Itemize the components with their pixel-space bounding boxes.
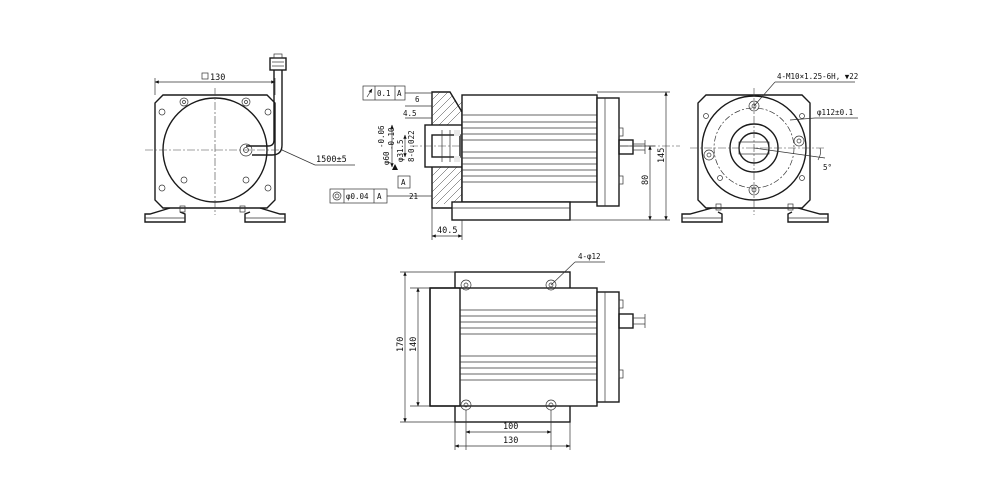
pcd-callout: φ112±0.1 bbox=[817, 108, 853, 117]
side-fins bbox=[462, 114, 597, 183]
dim-shaft-tol-lo: -0.10 bbox=[387, 127, 396, 150]
cable-length-dim: 1500±5 bbox=[316, 155, 347, 165]
dim-140: 140 bbox=[409, 337, 419, 352]
dim-145: 145 bbox=[657, 148, 667, 163]
front-body-outline bbox=[154, 94, 276, 209]
dim-bore-tol: 8-0.022 bbox=[407, 130, 416, 162]
dim-shaft: φ60 bbox=[382, 151, 391, 165]
side-view: 0.1 A 6 4.5 φ60 -0.06 -0.10 φ31.5 8-0.02… bbox=[329, 85, 680, 240]
front-square-dim: 130 bbox=[210, 73, 225, 83]
dim-4-5: 4.5 bbox=[403, 109, 417, 118]
front-feet bbox=[144, 207, 286, 223]
front-view: 130 1500±5 bbox=[144, 53, 355, 223]
dim-100: 100 bbox=[503, 422, 518, 432]
front-cable bbox=[246, 70, 283, 156]
top-motor-body bbox=[429, 287, 598, 407]
dim-shaft-tol-up: -0.06 bbox=[377, 125, 386, 148]
dim-6: 6 bbox=[415, 95, 420, 104]
dim-21: 21 bbox=[409, 192, 418, 201]
end-body-outline bbox=[697, 94, 811, 209]
angle-callout: 5° bbox=[823, 163, 832, 172]
dim-40-5: 40.5 bbox=[437, 226, 457, 236]
datum-a: A bbox=[401, 178, 406, 187]
end-threaded-holes bbox=[703, 100, 805, 196]
concentric-tol: φ0.04 bbox=[346, 192, 369, 201]
dim-130: 130 bbox=[503, 436, 518, 446]
dim-80: 80 bbox=[641, 175, 651, 185]
side-base bbox=[451, 201, 571, 221]
hole-callout: 4-φ12 bbox=[578, 252, 601, 261]
thread-callout: 4-M10×1.25-6H, ▼22 bbox=[777, 72, 858, 81]
end-view: 4-M10×1.25-6H, ▼22 φ112±0.1 5° bbox=[681, 72, 858, 223]
front-corner-screws bbox=[158, 97, 272, 192]
runout-datum: A bbox=[397, 89, 402, 98]
dim-bore: φ31.5 bbox=[396, 139, 405, 162]
dim-170: 170 bbox=[396, 337, 406, 352]
concentric-datum: A bbox=[377, 192, 382, 201]
top-mounting-holes bbox=[460, 279, 557, 411]
front-connector bbox=[269, 57, 287, 71]
end-feet bbox=[681, 207, 829, 223]
top-view: 4-φ12 170 140 100 130 bbox=[396, 252, 646, 450]
side-motor-body bbox=[461, 94, 598, 203]
top-fins bbox=[460, 309, 597, 381]
runout-tol: 0.1 bbox=[377, 89, 391, 98]
